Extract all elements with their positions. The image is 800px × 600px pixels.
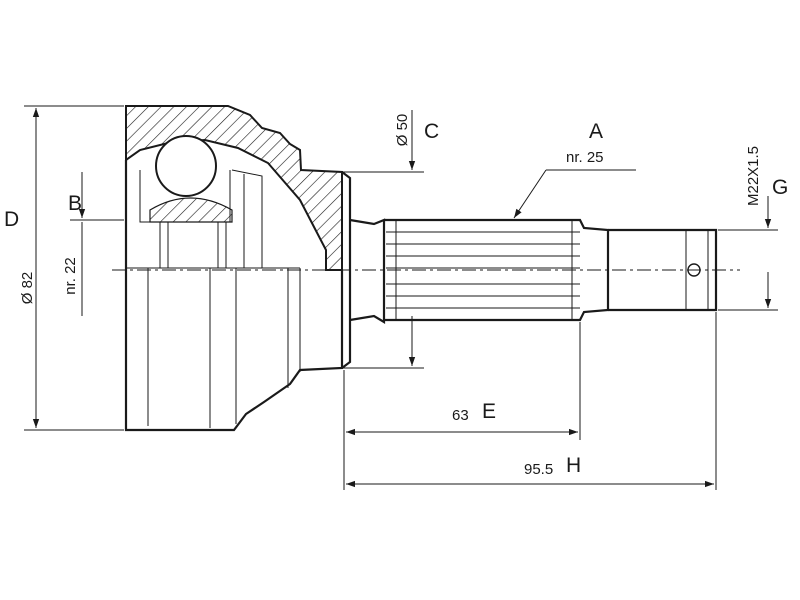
label-d: D (4, 208, 19, 231)
shaft (349, 218, 610, 324)
dimension-lines (24, 105, 778, 490)
dim-abs-ring: nr. 22 (62, 257, 79, 295)
joint-housing (124, 105, 352, 432)
label-e: E (482, 400, 496, 423)
label-b: B (68, 192, 82, 215)
label-a: A (589, 120, 603, 143)
ball-bearing (155, 135, 217, 197)
dim-thread: M22X1.5 (745, 146, 762, 206)
label-g: G (772, 176, 788, 199)
dim-outer-diameter: Ø 82 (19, 272, 36, 305)
spline-lines (386, 231, 580, 309)
dim-seal-diameter: Ø 50 (394, 114, 411, 147)
label-c: C (424, 120, 439, 143)
dim-spline-count: nr. 25 (566, 149, 604, 166)
label-h: H (566, 454, 581, 477)
housing-section-hatch (125, 105, 343, 271)
dim-length-h: 95.5 (524, 461, 553, 478)
dim-length-e: 63 (452, 407, 469, 424)
